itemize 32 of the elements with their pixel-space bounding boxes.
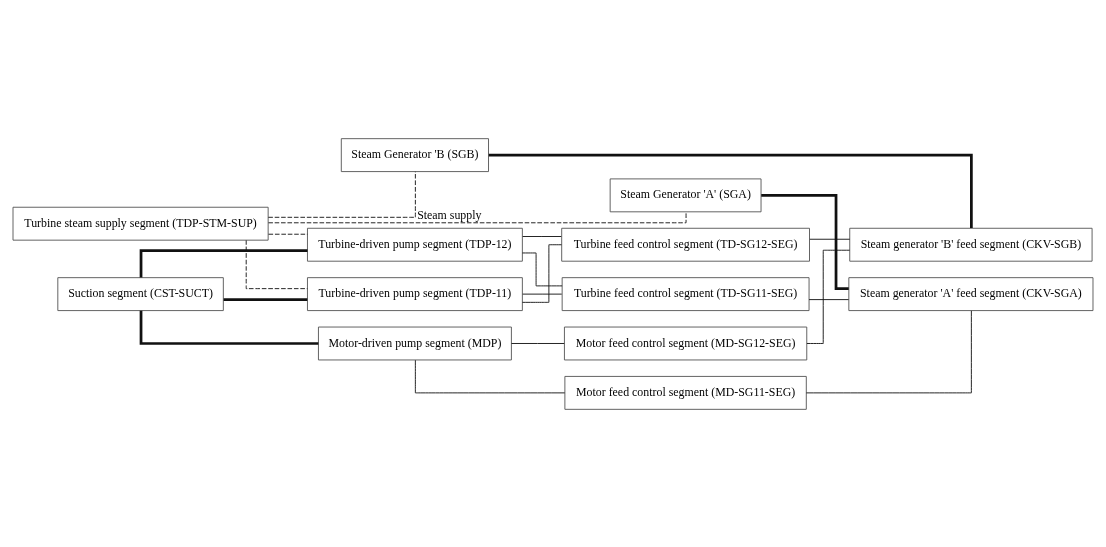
node-box: Steam Generator 'A' (SGA) (609, 177, 762, 212)
connector (521, 243, 562, 303)
node-box: Steam generator 'B' feed segment (CKV-SGB) (849, 227, 1093, 262)
node-box: Motor feed control segment (MD-SG12-SEG) (563, 326, 808, 360)
connector (511, 342, 565, 344)
connector (267, 170, 416, 218)
connector (245, 239, 308, 289)
connector (139, 310, 319, 345)
connector (521, 252, 563, 286)
connector (268, 233, 308, 235)
node-box: Motor feed control segment (MD-SG11-SEG) (564, 375, 807, 410)
connector (805, 309, 972, 393)
node-box: Turbine feed control segment (TD-SG12-SEG) (561, 227, 810, 262)
node-box: Suction segment (CST-SUCT) (57, 276, 224, 311)
connector (761, 193, 849, 290)
connector (414, 359, 566, 393)
connector (522, 293, 563, 295)
node-box: Turbine-driven pump segment (TDP-11) (307, 276, 523, 311)
node-box: Turbine feed control segment (TD-SG11-SEG) (561, 276, 810, 311)
node-box: Steam Generator 'B (SGB) (340, 137, 489, 172)
node-box: Steam generator 'A' feed segment (CKV-SGA) (848, 276, 1094, 311)
edge-label: Steam supply (417, 208, 482, 222)
connector (488, 153, 973, 228)
node-box: Turbine steam supply segment (TDP-STM-SUP) (12, 206, 269, 241)
connector (806, 249, 851, 344)
connector (809, 238, 851, 240)
connector (223, 297, 308, 301)
connector (808, 298, 850, 300)
node-box: Turbine-driven pump segment (TDP-12) (307, 227, 523, 262)
connector (139, 248, 308, 277)
connector (522, 235, 562, 237)
node-box: Motor-driven pump segment (MDP) (318, 326, 512, 360)
